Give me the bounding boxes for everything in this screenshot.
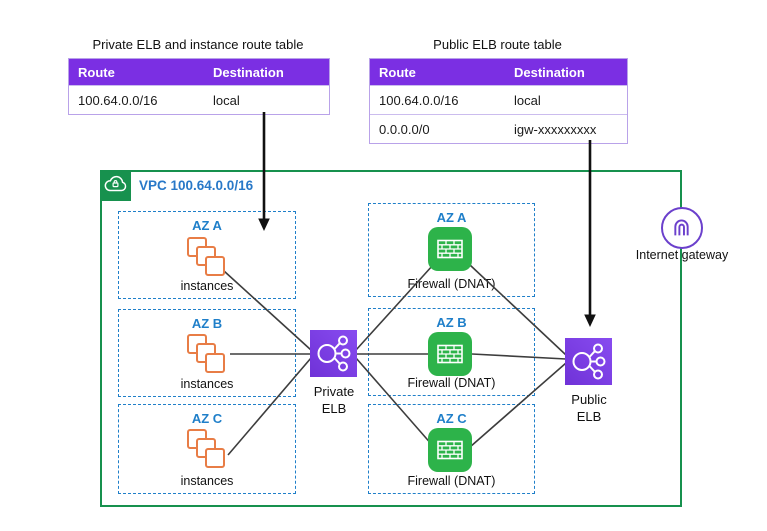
public-elb-label: Public ELB: [571, 392, 607, 424]
table-row: 100.64.0.0/16 local: [370, 85, 627, 114]
header-cell-destination: Destination: [213, 64, 284, 80]
table-row: 100.64.0.0/16 local: [69, 85, 329, 114]
header-cell-route: Route: [379, 64, 416, 80]
public-route-table: Route Destination 100.64.0.0/16 local 0.…: [369, 58, 628, 144]
table-row: 0.0.0.0/0 igw-xxxxxxxxx: [370, 114, 627, 143]
az-label: AZ C: [436, 411, 467, 426]
firewall-caption: Firewall (DNAT): [407, 376, 496, 390]
az-label: AZ A: [436, 210, 467, 225]
az-label: AZ B: [191, 316, 223, 331]
vpc-icon: [100, 170, 131, 201]
arrowhead: [258, 218, 270, 231]
az-label: AZ A: [192, 218, 222, 233]
table-header-row: Route Destination: [370, 59, 627, 85]
az-box-firewall-a: AZ A Firewall (DNAT): [368, 203, 535, 297]
az-box-instances-c: AZ C instances: [118, 404, 296, 494]
public-elb-icon: [565, 338, 612, 385]
route-cell: 0.0.0.0/0: [379, 121, 430, 137]
internet-gateway-icon: [661, 207, 703, 249]
private-route-table: Route Destination 100.64.0.0/16 local: [68, 58, 330, 115]
firewall-caption: Firewall (DNAT): [407, 474, 496, 488]
az-box-instances-b: AZ B instances: [118, 309, 296, 397]
table-header-row: Route Destination: [69, 59, 329, 85]
az-box-firewall-c: AZ C Firewall (DNAT): [368, 404, 535, 494]
private-elb-icon: [310, 330, 357, 377]
private-route-table-title: Private ELB and instance route table: [92, 37, 304, 52]
az-label: AZ B: [436, 315, 467, 330]
instances-icon: [187, 237, 226, 277]
private-elb-label: Private ELB: [313, 384, 355, 416]
internet-gateway-label: Internet gateway: [635, 248, 729, 262]
route-cell: 100.64.0.0/16: [379, 92, 459, 108]
vpc-label: VPC 100.64.0.0/16: [139, 178, 254, 193]
firewall-icon: [428, 428, 472, 472]
instances-caption: instances: [180, 377, 234, 391]
instances-caption: instances: [180, 279, 234, 293]
arrowhead: [584, 314, 596, 327]
firewall-icon: [428, 332, 472, 376]
header-cell-destination: Destination: [514, 64, 585, 80]
az-box-instances-a: AZ A instances: [118, 211, 296, 299]
az-label: AZ C: [191, 411, 223, 426]
firewall-caption: Firewall (DNAT): [407, 277, 496, 291]
instances-icon: [187, 334, 226, 374]
firewall-icon: [428, 227, 472, 271]
vpc-container: [100, 170, 682, 507]
destination-cell: local: [514, 92, 541, 108]
instances-caption: instances: [180, 474, 234, 488]
public-route-table-title: Public ELB route table: [433, 37, 562, 52]
destination-cell: igw-xxxxxxxxx: [514, 121, 597, 137]
destination-cell: local: [213, 92, 240, 108]
az-box-firewall-b: AZ B Firewall (DNAT): [368, 308, 535, 396]
header-cell-route: Route: [78, 64, 115, 80]
instances-icon: [187, 429, 226, 469]
route-cell: 100.64.0.0/16: [78, 92, 158, 108]
